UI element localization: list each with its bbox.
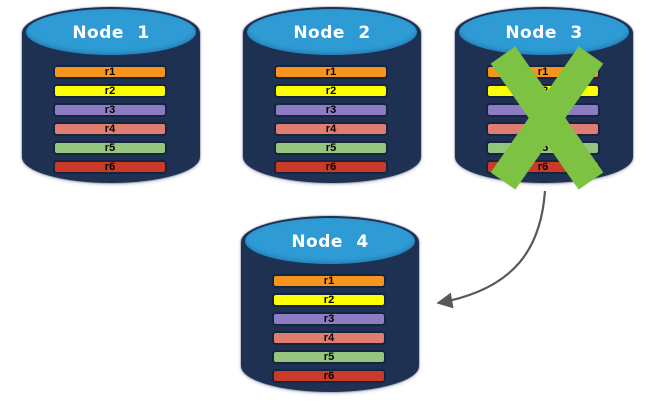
replica-bar-label: r4 [104,123,116,135]
replica-bar-r2: r2 [53,84,167,98]
replica-bar-label: r5 [323,351,335,363]
replica-bar-label: r3 [104,104,116,116]
replica-bar-label: r1 [325,66,337,78]
failure-x-icon [490,46,604,190]
replica-bar-label: r2 [104,85,116,97]
node-1-replica-stack: r1 r2 r3 r4 r5 r6 [53,65,167,174]
node-4-cylinder: Node 4 r1 r2 r3 r4 r5 r6 [241,216,419,392]
replica-bar-label: r3 [323,313,335,325]
replica-bar-label: r6 [323,370,335,382]
replica-bar-label: r6 [104,161,116,173]
replica-bar-r2: r2 [274,84,388,98]
node-2-replica-stack: r1 r2 r3 r4 r5 r6 [274,65,388,174]
node-3-cylinder: Node 3 r1 r2 r3 r4 r5 r6 [455,7,633,190]
node-4-top-ellipse: Node 4 [245,218,415,264]
replica-bar-label: r3 [325,104,337,116]
replica-bar-r5: r5 [53,141,167,155]
replica-bar-r6: r6 [274,160,388,174]
replica-bar-r4: r4 [272,331,386,345]
node-1-top-ellipse: Node 1 [26,9,196,55]
replica-bar-r6: r6 [53,160,167,174]
replica-bar-label: r5 [325,142,337,154]
replica-bar-label: r1 [537,66,549,78]
node-2-label: Node 2 [293,23,371,43]
replica-bar-r1: r1 [53,65,167,79]
replica-bar-r3: r3 [53,103,167,117]
replica-bar-label: r6 [325,161,337,173]
replica-bar-label: r5 [104,142,116,154]
node-3-top-ellipse: Node 3 [459,9,629,55]
replica-bar-label: r4 [323,332,335,344]
node-2-cylinder: Node 2 r1 r2 r3 r4 r5 r6 [243,7,421,183]
replica-bar-r4: r4 [274,122,388,136]
replica-bar-r5: r5 [272,350,386,364]
replica-bar-r5: r5 [274,141,388,155]
replica-bar-r2: r2 [272,293,386,307]
node-4-label: Node 4 [291,232,369,252]
replica-bar-label: r2 [323,294,335,306]
replica-bar-r1: r1 [274,65,388,79]
replica-bar-label: r1 [104,66,116,78]
replica-bar-r1: r1 [272,274,386,288]
node-1-label: Node 1 [72,23,150,43]
replica-bar-r4: r4 [53,122,167,136]
node-3-label: Node 3 [505,23,583,43]
replica-bar-label: r6 [537,161,549,173]
node-1-cylinder: Node 1 r1 r2 r3 r4 r5 r6 [22,7,200,183]
node-2-top-ellipse: Node 2 [247,9,417,55]
replica-bar-label: r1 [323,275,335,287]
replica-bar-r6: r6 [272,369,386,383]
replica-bar-r3: r3 [272,312,386,326]
replica-bar-label: r2 [325,85,337,97]
node-4-replica-stack: r1 r2 r3 r4 r5 r6 [272,274,386,383]
replica-bar-label: r4 [325,123,337,135]
replica-bar-r3: r3 [274,103,388,117]
